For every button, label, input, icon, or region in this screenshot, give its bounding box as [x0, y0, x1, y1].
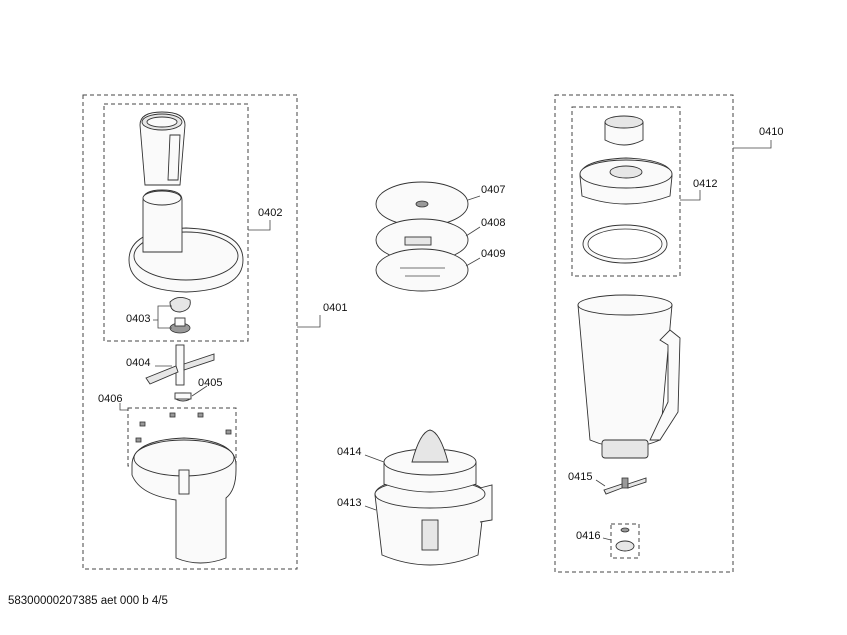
part-0416-coupling[interactable]: [610, 523, 640, 559]
part-0408-disc[interactable]: [375, 218, 469, 262]
label-0410: 0410: [759, 126, 783, 138]
group-box-0412: [571, 106, 681, 277]
label-0412: 0412: [693, 178, 717, 190]
label-0415: 0415: [568, 471, 592, 483]
label-0416: 0416: [576, 530, 600, 542]
part-0402-lid-assembly[interactable]: [128, 111, 244, 293]
part-0405-ring[interactable]: [174, 392, 192, 402]
part-0406-bowl[interactable]: [131, 412, 237, 564]
label-0403: 0403: [126, 313, 150, 325]
part-0414-citrus-cone[interactable]: [383, 429, 477, 493]
label-0409: 0409: [481, 248, 505, 260]
label-0404: 0404: [126, 357, 150, 369]
label-0413: 0413: [337, 497, 361, 509]
part-blender-jug[interactable]: [577, 294, 681, 459]
label-0405: 0405: [198, 377, 222, 389]
part-0412-blender-lid[interactable]: [579, 115, 673, 205]
label-0408: 0408: [481, 217, 505, 229]
group-box-0401: [82, 94, 298, 570]
group-box-0402: [103, 103, 249, 342]
document-reference-footer: 58300000207385 aet 000 b 4/5: [8, 595, 168, 607]
label-0402: 0402: [258, 207, 282, 219]
part-0415-blender-blade[interactable]: [603, 477, 647, 495]
part-0404-blade[interactable]: [145, 344, 215, 386]
part-0410-seal-ring[interactable]: [582, 224, 668, 264]
label-0401: 0401: [323, 302, 347, 314]
part-0409-disc[interactable]: [375, 248, 469, 292]
group-box-0410: [554, 94, 734, 573]
part-0407-disc[interactable]: [375, 181, 469, 227]
label-0414: 0414: [337, 446, 361, 458]
label-0406: 0406: [98, 393, 122, 405]
part-0403-coupling[interactable]: [169, 297, 191, 334]
label-0407: 0407: [481, 184, 505, 196]
